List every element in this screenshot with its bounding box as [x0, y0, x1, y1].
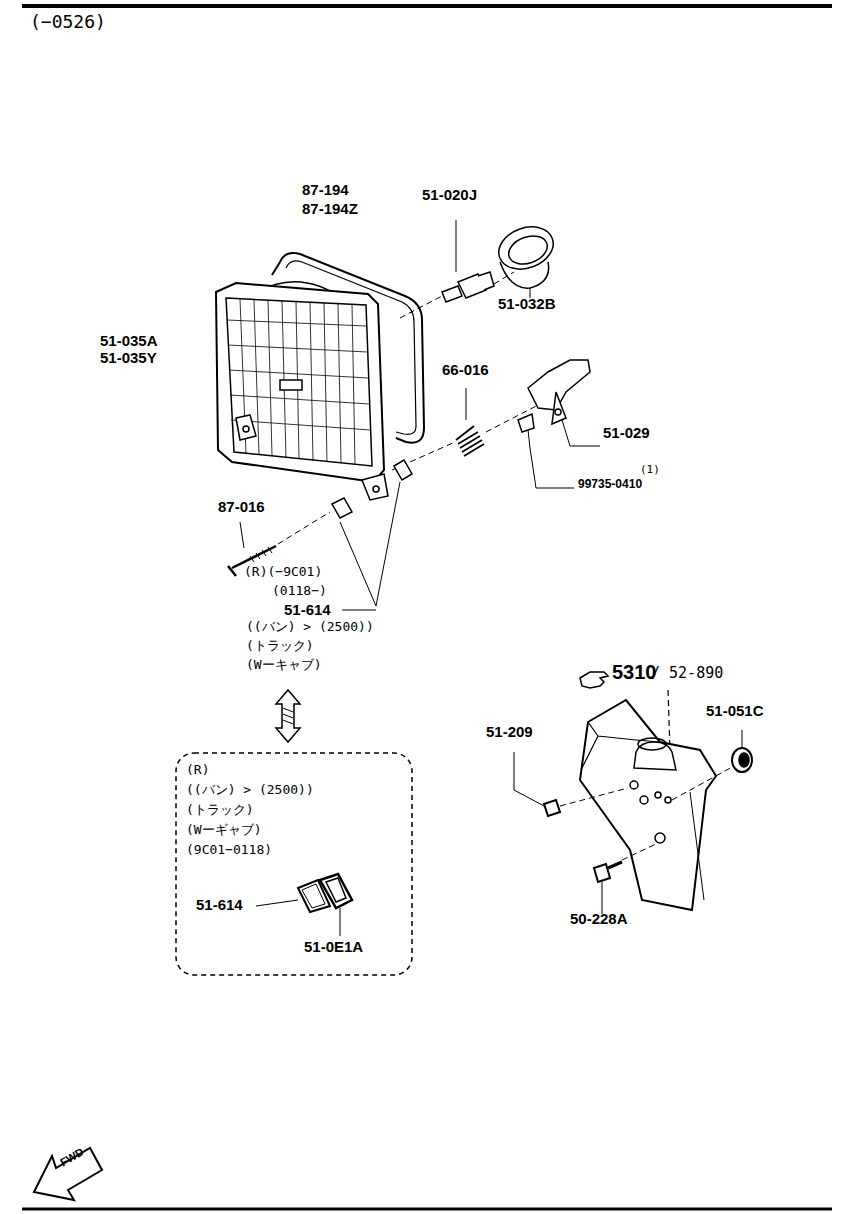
application-note: (R): [186, 763, 209, 777]
callout-number: 51-020J: [422, 187, 477, 204]
note-box: (R) ((バン) > (2500)) (トラック) (Wーギャブ) (9C01−011…: [176, 753, 412, 975]
callout-number: 51-029: [603, 425, 650, 442]
callout-number: 51-0E1A: [304, 939, 363, 956]
callout-number: 87-194: [302, 182, 349, 199]
revision-range: (−0526): [30, 12, 106, 32]
callout-number: 51-614: [196, 897, 243, 914]
callout-number: 51-032B: [498, 296, 556, 313]
callout-number: 50-228A: [570, 911, 628, 928]
application-note: (9C01−0118): [186, 843, 272, 857]
application-note: ((バン) > (2500)): [246, 620, 374, 634]
application-note: (トラック): [246, 639, 314, 653]
application-note: ((バン) > (2500)): [186, 783, 314, 797]
quantity-note: (1): [640, 464, 660, 476]
application-note: (Wーギャブ): [186, 823, 261, 837]
callout-number: 66-016: [442, 362, 489, 379]
callout-number: 87-194Z: [302, 201, 358, 218]
callout-number: / 52-890: [651, 665, 723, 682]
callout-number: 51-614: [284, 602, 331, 619]
section-reference: 5310: [612, 661, 657, 683]
callout-number: 51-035A: [100, 333, 158, 350]
application-note: (0118−): [272, 584, 327, 598]
callout-number: 99735-0410: [578, 478, 642, 491]
callout-number: 51-051C: [706, 703, 764, 720]
callout-number: 51-209: [486, 724, 533, 741]
callout-number: 51-035Y: [100, 350, 157, 367]
application-note: (Wーキャブ): [246, 658, 321, 672]
callout-number: 87-016: [218, 499, 265, 516]
application-note: (R)(−9C01): [244, 565, 322, 579]
application-note: (トラック): [186, 803, 254, 817]
